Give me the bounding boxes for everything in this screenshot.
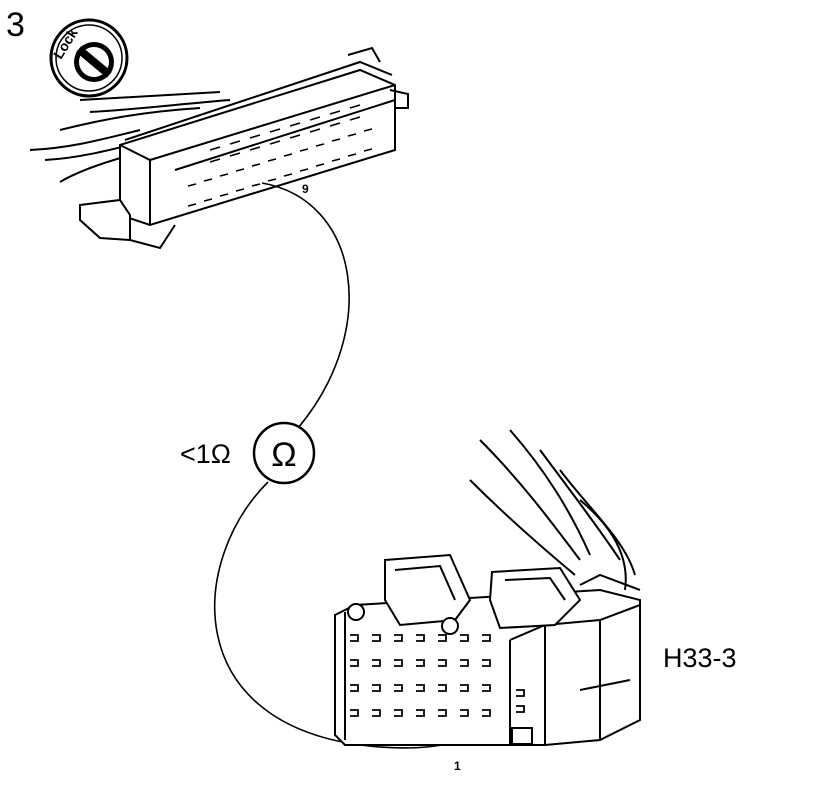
top-connector bbox=[29, 46, 409, 250]
ohmmeter-icon: Ω bbox=[252, 421, 316, 485]
ignition-lock-icon: Lock bbox=[49, 18, 129, 98]
ohmmeter-symbol: Ω bbox=[271, 436, 296, 474]
bottom-pin-label: 1 bbox=[454, 759, 461, 773]
top-pin-label: 9 bbox=[302, 182, 309, 196]
bottom-connector bbox=[334, 429, 641, 746]
connector-name: H33-3 bbox=[663, 643, 737, 673]
step-number: 3 bbox=[6, 6, 25, 44]
resistance-reading: <1Ω bbox=[180, 439, 231, 469]
